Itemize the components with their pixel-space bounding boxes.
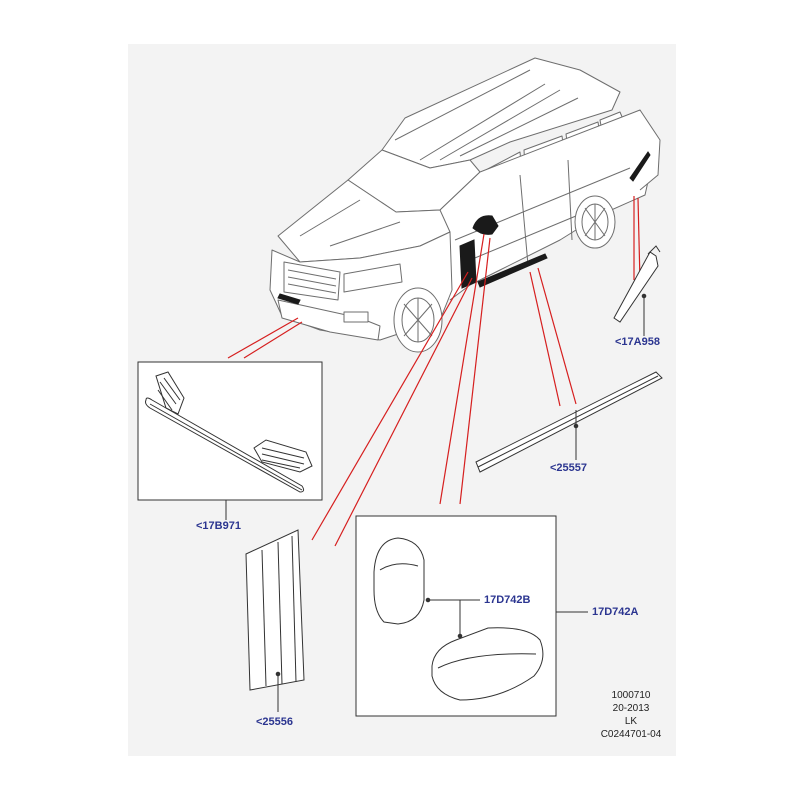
mirror-on-vehicle xyxy=(472,215,499,235)
mirror-parts xyxy=(373,537,544,701)
meta-block: 1000710 20-2013 LK C0244701-04 xyxy=(590,690,672,740)
leader-lines xyxy=(227,196,641,547)
meta-line-2: 20-2013 xyxy=(612,703,650,714)
vehicle-illustration xyxy=(269,57,661,353)
rear-trim-part xyxy=(613,245,661,336)
highlighted-parts xyxy=(277,151,651,305)
bumper-trim-on-vehicle xyxy=(277,293,301,305)
fender-vent-part xyxy=(245,529,305,712)
callout-mirror-cap[interactable]: 17D742B xyxy=(484,594,531,606)
callout-front-bumper-group[interactable]: <17B971 xyxy=(196,520,241,532)
callout-mirror-assembly[interactable]: 17D742A xyxy=(592,606,639,618)
meta-line-3: LK xyxy=(624,716,638,727)
moulding-on-vehicle xyxy=(477,253,548,288)
callout-fender-vent[interactable]: <25556 xyxy=(256,716,294,728)
door-moulding-part xyxy=(475,371,663,473)
callout-door-moulding[interactable]: <25557 xyxy=(550,462,588,474)
meta-line-4: C0244701-04 xyxy=(600,729,662,740)
bumper-parts xyxy=(145,371,313,493)
meta-line-1: 1000710 xyxy=(611,690,651,701)
mirror-leader-lines xyxy=(425,597,588,639)
rear-trim-on-vehicle xyxy=(629,151,651,182)
callout-rear-trim[interactable]: <17A958 xyxy=(615,336,660,348)
